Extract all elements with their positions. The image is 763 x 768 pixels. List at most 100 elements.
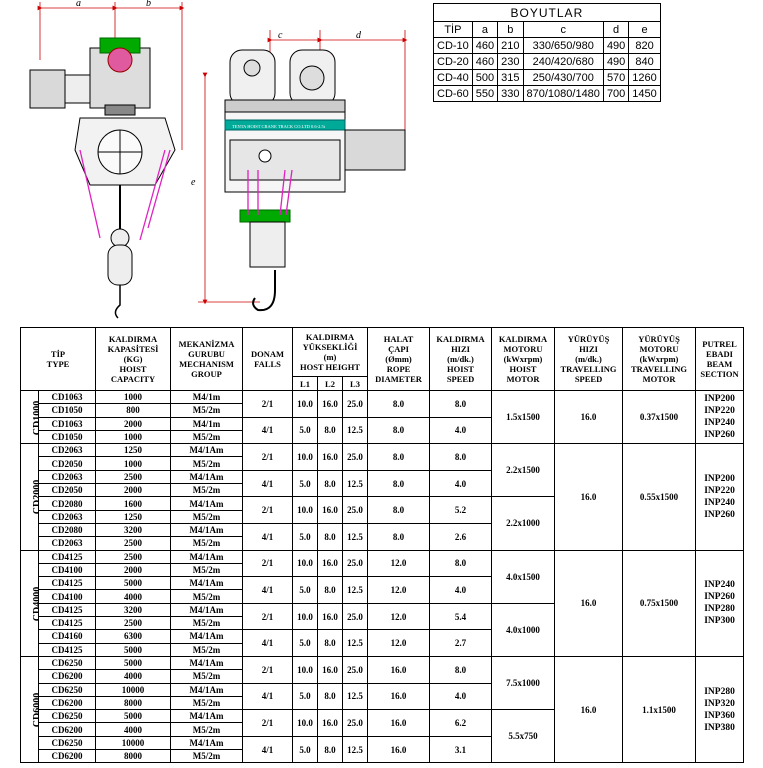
hoist-motor-cell: 1.5x1500 bbox=[491, 389, 556, 445]
capacity-cell: 1000 bbox=[95, 429, 172, 445]
mechanism-cell: M4/1Am bbox=[170, 496, 244, 511]
hoist-front-view bbox=[29, 37, 176, 319]
dims-cell: 820 bbox=[628, 37, 661, 54]
dims-cell: CD-10 bbox=[433, 37, 473, 54]
capacity-cell: 1250 bbox=[95, 509, 172, 524]
falls-cell: 4/1 bbox=[242, 416, 294, 445]
capacity-cell: 1000 bbox=[95, 456, 172, 471]
capacity-cell: 5000 bbox=[95, 642, 172, 657]
l2-cell: 8.0 bbox=[317, 682, 344, 711]
l1-cell: 10.0 bbox=[292, 655, 319, 684]
mechanism-cell: M5/2m bbox=[170, 562, 244, 578]
dims-cell: 460 bbox=[471, 53, 499, 70]
mechanism-cell: M5/2m bbox=[170, 589, 244, 604]
l2-cell: 16.0 bbox=[317, 602, 344, 631]
capacity-cell: 8000 bbox=[95, 749, 172, 764]
mechanism-cell: M4/1Am bbox=[170, 549, 244, 564]
rope-cell: 16.0 bbox=[367, 682, 431, 711]
falls-cell: 2/1 bbox=[242, 549, 294, 578]
travel-speed-cell: 16.0 bbox=[554, 655, 624, 764]
mechanism-cell: M5/2m bbox=[170, 669, 244, 684]
travel-speed-cell: 16.0 bbox=[554, 443, 624, 551]
header-line: PUTREL bbox=[702, 339, 737, 349]
capacity-cell: 2500 bbox=[95, 616, 172, 631]
speed-cell: 4.0 bbox=[429, 682, 493, 711]
model-cell: CD1050 bbox=[37, 403, 97, 418]
l1-cell: 5.0 bbox=[292, 469, 319, 498]
l2-cell: 16.0 bbox=[317, 655, 344, 684]
dim-label-d: d bbox=[356, 30, 362, 41]
hoist-motor-cell: 5.5x750 bbox=[491, 709, 556, 764]
l3-cell: 25.0 bbox=[342, 496, 369, 524]
model-cell: CD2063 bbox=[37, 469, 97, 485]
falls-cell: 2/1 bbox=[242, 709, 294, 737]
mechanism-cell: M4/1Am bbox=[170, 682, 244, 697]
speed-cell: 4.0 bbox=[429, 416, 493, 445]
dims-cell: CD-20 bbox=[433, 53, 473, 70]
model-cell: CD1063 bbox=[37, 416, 97, 431]
dims-cell: 1260 bbox=[628, 69, 661, 86]
model-cell: CD4125 bbox=[37, 642, 97, 657]
hoist-motor-cell: 2.2x1000 bbox=[491, 496, 556, 551]
beam-section: INP260 bbox=[704, 592, 735, 603]
model-cell: CD6200 bbox=[37, 749, 97, 764]
beam-section: INP200 bbox=[704, 473, 735, 484]
capacity-cell: 5000 bbox=[95, 709, 172, 724]
header-line: TRAVELLING bbox=[560, 364, 617, 374]
dims-cell: 210 bbox=[497, 37, 524, 54]
header-line: MOTOR bbox=[506, 374, 540, 384]
l3-cell: 25.0 bbox=[342, 602, 369, 631]
nameplate-text: TENTA HOIST CRANE TRACK CO.LTD 0.6-2.5t bbox=[232, 124, 326, 129]
beam-section: INP260 bbox=[704, 509, 735, 520]
falls-cell: 2/1 bbox=[242, 496, 294, 524]
speed-cell: 8.0 bbox=[429, 655, 493, 684]
dims-cell: 240/420/680 bbox=[522, 53, 604, 70]
capacity-cell: 4000 bbox=[95, 589, 172, 604]
hoist-motor-cell: 4.0x1000 bbox=[491, 602, 556, 657]
header-line: MOTOR bbox=[642, 374, 676, 384]
header-line: HIZI bbox=[451, 344, 470, 354]
capacity-cell: 1000 bbox=[95, 389, 172, 405]
dims-cell: 330 bbox=[497, 85, 524, 102]
dims-cell: 840 bbox=[628, 53, 661, 70]
model-cell: CD2080 bbox=[37, 522, 97, 538]
capacity-cell: 2500 bbox=[95, 536, 172, 551]
beam-section: INP240 bbox=[704, 497, 735, 508]
falls-cell: 4/1 bbox=[242, 576, 294, 604]
header-line: MEKANİZMA bbox=[178, 339, 235, 349]
header-line: CAPACITY bbox=[110, 374, 156, 384]
dims-cell: 1450 bbox=[628, 85, 661, 102]
dims-cell: 550 bbox=[471, 85, 499, 102]
model-cell: CD4125 bbox=[37, 602, 97, 618]
falls-cell: 4/1 bbox=[242, 469, 294, 498]
capacity-cell: 2000 bbox=[95, 416, 172, 431]
l3-cell: 12.5 bbox=[342, 629, 369, 657]
dims-header-cell: d bbox=[602, 21, 630, 38]
mechanism-cell: M4/1Am bbox=[170, 735, 244, 751]
header-line: ROPE bbox=[386, 364, 411, 374]
rope-cell: 12.0 bbox=[367, 576, 431, 604]
header-line: YÜRÜYÜŞ bbox=[567, 334, 610, 344]
dims-cell: 330/650/980 bbox=[522, 37, 604, 54]
dims-header-cell: c bbox=[522, 21, 604, 38]
mechanism-cell: M4/1m bbox=[170, 416, 244, 431]
capacity-cell: 5000 bbox=[95, 655, 172, 671]
mechanism-cell: M5/2m bbox=[170, 456, 244, 471]
beam-section: INP320 bbox=[704, 698, 735, 709]
rope-cell: 8.0 bbox=[367, 443, 431, 471]
l2-cell: 16.0 bbox=[317, 390, 344, 418]
dim-label-b: b bbox=[146, 0, 151, 9]
rope-cell: 8.0 bbox=[367, 390, 431, 418]
dims-header-cell: b bbox=[497, 21, 524, 38]
l3-cell: 25.0 bbox=[342, 655, 369, 684]
